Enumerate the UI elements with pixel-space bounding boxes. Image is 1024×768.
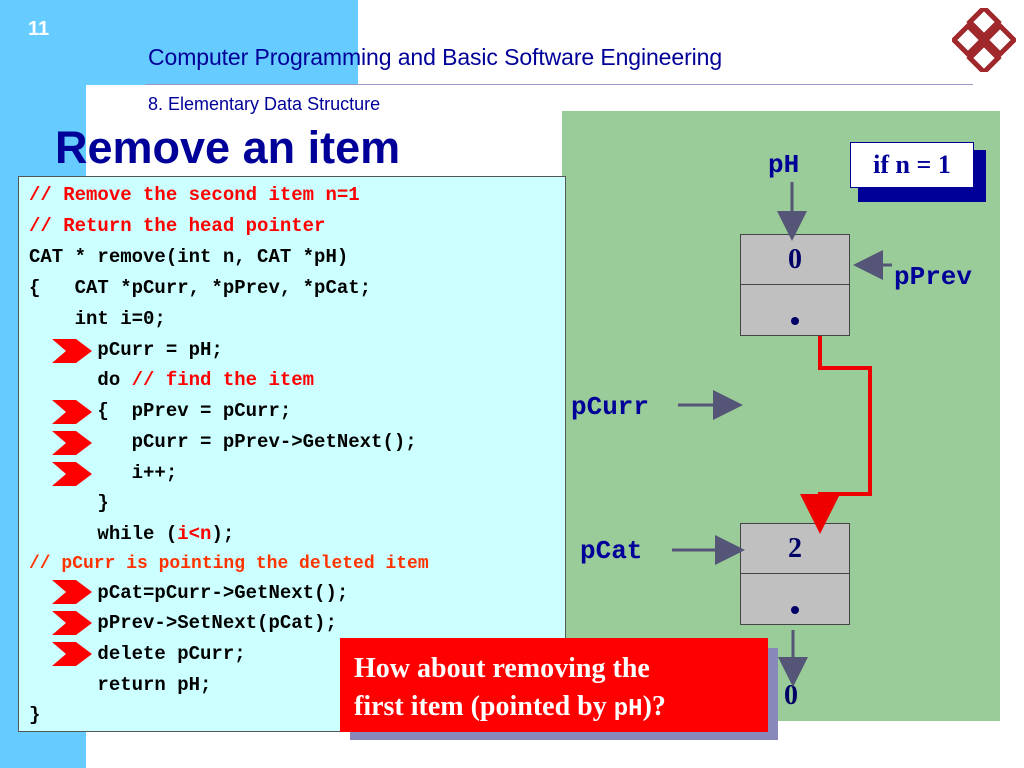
top-band: [0, 0, 358, 85]
code-line: // Return the head pointer: [29, 215, 326, 237]
header-rule: [145, 84, 973, 85]
code-line: pCat=pCurr->GetNext();: [29, 582, 349, 604]
chevron-marker-icon: [52, 462, 92, 486]
code-keyword: while (: [29, 523, 178, 545]
course-title: Computer Programming and Basic Software …: [148, 44, 723, 70]
code-line: }: [29, 704, 41, 726]
pointer-dot-icon: [791, 606, 799, 614]
popup-code: pH: [613, 696, 643, 723]
pcurr-label: pCurr: [571, 392, 650, 422]
popup-line-2: first item (pointed by pH)?: [354, 688, 754, 729]
chevron-marker-icon: [52, 400, 92, 424]
ph-label: pH: [768, 150, 800, 180]
code-line: while (i<n);: [29, 522, 234, 546]
code-punct: );: [211, 523, 235, 545]
code-line: CAT * remove(int n, CAT *pH): [29, 246, 349, 268]
chevron-marker-icon: [52, 580, 92, 604]
pointer-dot-icon: [791, 317, 799, 325]
code-condition: i<n: [177, 523, 212, 545]
code-keyword: do: [29, 369, 132, 391]
pprev-label: pPrev: [894, 262, 973, 292]
code-line: delete pCurr;: [29, 643, 246, 665]
code-line: i++;: [29, 462, 178, 484]
code-line: // pCurr is pointing the deleted item: [29, 554, 429, 574]
node-value: 0: [741, 235, 849, 285]
code-line: }: [29, 492, 109, 514]
code-line: pCurr = pPrev->GetNext();: [29, 431, 417, 453]
list-node-first: 0: [740, 234, 850, 336]
chevron-marker-icon: [52, 642, 92, 666]
chapter-title: 8. Elementary Data Structure: [148, 94, 381, 114]
slide-number: 11: [28, 18, 50, 40]
chevron-marker-icon: [52, 611, 92, 635]
list-node-third: 2: [740, 523, 850, 625]
if-condition-box: if n = 1: [850, 142, 974, 188]
code-listing: // Remove the second item n=1 // Return …: [18, 176, 566, 732]
chevron-marker-icon: [52, 431, 92, 455]
code-line: { CAT *pCurr, *pPrev, *pCat;: [29, 277, 372, 299]
node-next-pointer: [741, 285, 849, 335]
popup-line-1: How about removing the: [354, 653, 650, 684]
null-terminator: 0: [784, 680, 798, 711]
question-popup: How about removing the first item (point…: [340, 638, 768, 732]
popup-text-end: )?: [642, 691, 666, 722]
code-line: do // find the item: [29, 368, 314, 392]
slide-heading: Remove an item: [55, 122, 401, 173]
chevron-marker-icon: [52, 339, 92, 363]
code-line: int i=0;: [29, 308, 166, 330]
node-next-pointer: [741, 574, 849, 624]
node-value: 2: [741, 524, 849, 574]
code-line: pPrev->SetNext(pCat);: [29, 612, 337, 634]
pcat-label: pCat: [580, 536, 643, 566]
university-logo-icon: [952, 8, 1016, 72]
code-line: pCurr = pH;: [29, 339, 223, 361]
code-line: // Remove the second item n=1: [29, 184, 360, 206]
code-line: { pPrev = pCurr;: [29, 400, 292, 422]
code-comment: // find the item: [131, 369, 315, 391]
popup-text: first item (pointed by: [354, 691, 614, 722]
code-line: return pH;: [29, 674, 212, 696]
